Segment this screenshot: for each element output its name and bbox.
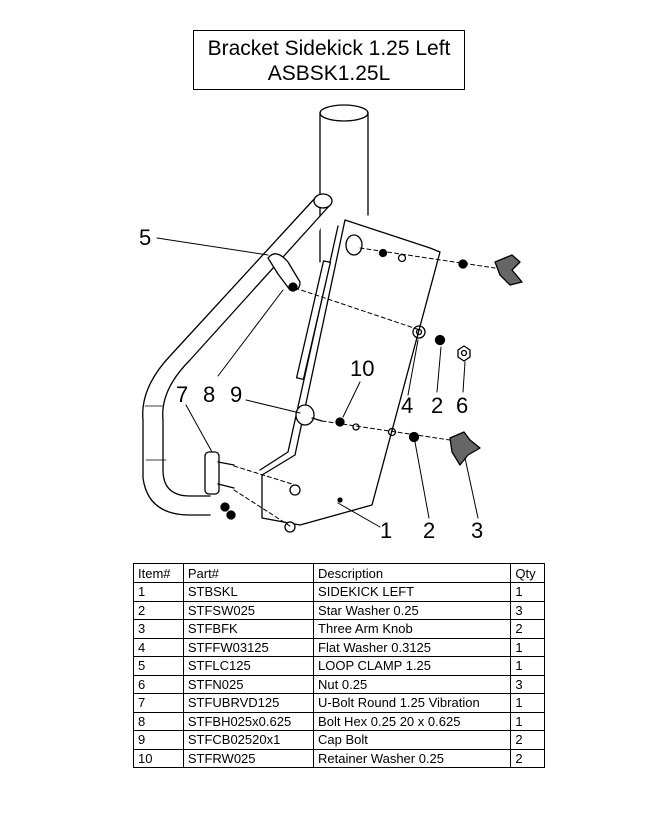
assembly-lines bbox=[233, 247, 496, 527]
cell-part: STFBFK bbox=[182, 619, 315, 639]
sidekick-plate bbox=[259, 219, 441, 533]
cell-description: Retainer Washer 0.25 bbox=[313, 748, 512, 768]
cell-part: STFLC125 bbox=[182, 656, 315, 676]
cell-part: STFBH025x0.625 bbox=[182, 711, 315, 731]
cell-qty: 1 bbox=[510, 637, 545, 657]
cell-item: 1 bbox=[133, 582, 184, 602]
table-row: 8 STFBH025x0.625 Bolt Hex 0.25 20 x 0.62… bbox=[133, 711, 545, 731]
top-hardware-stack bbox=[378, 248, 523, 286]
header-item: Item# bbox=[133, 563, 184, 583]
cell-part: STFUBRVD125 bbox=[182, 693, 315, 713]
table-row: 5 STFLC125 LOOP CLAMP 1.25 1 bbox=[133, 656, 545, 676]
cell-description: Star Washer 0.25 bbox=[313, 600, 512, 620]
cell-part: STFN025 bbox=[182, 674, 315, 694]
cell-item: 6 bbox=[133, 674, 184, 694]
cell-description: Nut 0.25 bbox=[313, 674, 512, 694]
cell-item: 10 bbox=[133, 748, 184, 768]
callout-2-top: 2 bbox=[431, 393, 443, 418]
callout-6: 6 bbox=[456, 393, 468, 418]
lower-hardware-stack bbox=[387, 427, 481, 466]
cell-description: SIDEKICK LEFT bbox=[313, 582, 512, 602]
table-row: 1 STBSKL SIDEKICK LEFT 1 bbox=[133, 582, 545, 602]
cap-bolt-9 bbox=[295, 404, 323, 426]
cell-qty: 3 bbox=[510, 674, 545, 694]
cell-description: Bolt Hex 0.25 20 x 0.625 bbox=[313, 711, 512, 731]
leader-lines bbox=[156, 237, 479, 528]
cell-part: STFCB02520x1 bbox=[182, 730, 315, 750]
callout-1: 1 bbox=[380, 518, 392, 543]
table-row: 4 STFFW03125 Flat Washer 0.3125 1 bbox=[133, 637, 545, 657]
title-name: Bracket Sidekick 1.25 Left bbox=[207, 37, 451, 60]
callout-5: 5 bbox=[139, 225, 151, 250]
mounting-pole bbox=[319, 104, 369, 263]
callout-8: 8 bbox=[203, 382, 215, 407]
table-row: 9 STFCB02520x1 Cap Bolt 2 bbox=[133, 730, 545, 750]
cell-item: 3 bbox=[133, 619, 184, 639]
cell-part: STFFW03125 bbox=[182, 637, 315, 657]
table-row: 3 STFBFK Three Arm Knob 2 bbox=[133, 619, 545, 639]
table-row: 2 STFSW025 Star Washer 0.25 3 bbox=[133, 600, 545, 620]
cell-description: LOOP CLAMP 1.25 bbox=[313, 656, 512, 676]
exploded-assembly-drawing: 5 7 8 9 10 4 2 6 1 2 3 bbox=[139, 104, 523, 543]
table-row: 6 STFN025 Nut 0.25 3 bbox=[133, 674, 545, 694]
callout-4: 4 bbox=[401, 393, 413, 418]
middle-hardware bbox=[412, 325, 471, 362]
parts-table: Item# Part# Description Qty 1 STBSKL SID… bbox=[133, 563, 545, 768]
table-header-row: Item# Part# Description Qty bbox=[133, 563, 545, 583]
callout-9: 9 bbox=[230, 382, 242, 407]
cell-description: Three Arm Knob bbox=[313, 619, 512, 639]
cell-qty: 2 bbox=[510, 730, 545, 750]
cell-item: 5 bbox=[133, 656, 184, 676]
cell-item: 7 bbox=[133, 693, 184, 713]
cell-item: 9 bbox=[133, 730, 184, 750]
header-part: Part# bbox=[182, 563, 315, 583]
callout-2-bottom: 2 bbox=[423, 518, 435, 543]
cell-qty: 1 bbox=[510, 582, 545, 602]
cell-qty: 3 bbox=[510, 600, 545, 620]
loop-clamp bbox=[267, 253, 301, 292]
retainer-washer-10 bbox=[335, 417, 360, 431]
cell-part: STFRW025 bbox=[182, 748, 315, 768]
cell-item: 2 bbox=[133, 600, 184, 620]
cell-description: Flat Washer 0.3125 bbox=[313, 637, 512, 657]
callout-10: 10 bbox=[350, 356, 374, 381]
table-row: 10 STFRW025 Retainer Washer 0.25 2 bbox=[133, 748, 545, 768]
cell-qty: 2 bbox=[510, 619, 545, 639]
callout-3: 3 bbox=[471, 518, 483, 543]
header-description: Description bbox=[313, 563, 512, 583]
cell-qty: 2 bbox=[510, 748, 545, 768]
cell-item: 4 bbox=[133, 637, 184, 657]
cell-item: 8 bbox=[133, 711, 184, 731]
cell-part: STFSW025 bbox=[182, 600, 315, 620]
cell-qty: 1 bbox=[510, 693, 545, 713]
header-qty: Qty bbox=[510, 563, 545, 583]
title-part-number: ASBSK1.25L bbox=[267, 62, 391, 85]
callout-7: 7 bbox=[176, 382, 188, 407]
cell-description: U-Bolt Round 1.25 Vibration bbox=[313, 693, 512, 713]
title-box: Bracket Sidekick 1.25 Left ASBSK1.25L bbox=[193, 30, 465, 90]
cell-description: Cap Bolt bbox=[313, 730, 512, 750]
u-bolt-7 bbox=[204, 451, 236, 520]
cell-qty: 1 bbox=[510, 656, 545, 676]
cell-qty: 1 bbox=[510, 711, 545, 731]
table-row: 7 STFUBRVD125 U-Bolt Round 1.25 Vibratio… bbox=[133, 693, 545, 713]
cell-part: STBSKL bbox=[182, 582, 315, 602]
